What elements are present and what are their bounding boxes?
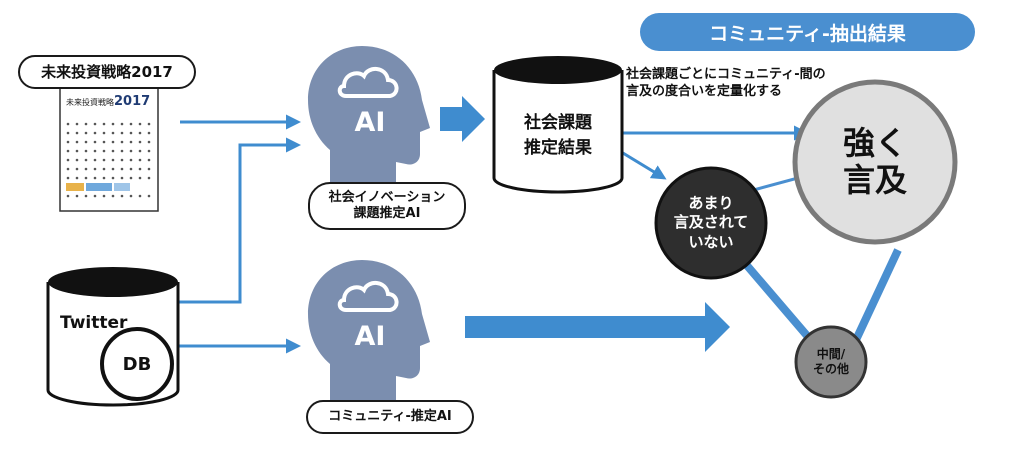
community-ai-badge-text: AI [354, 320, 386, 352]
low-mention-label: あまり 言及されて いない [661, 185, 761, 261]
strong-mention-label: 強く 言及 [815, 112, 935, 212]
annotation-text: 社会課題ごとにコミュニティ-間の 言及の度合いを定量化する [626, 67, 876, 101]
document-cover-title: 未来投資戦略 [66, 98, 114, 107]
middle-other-label: 中間/ その他 [800, 340, 862, 384]
db-badge-circle [100, 327, 174, 401]
strong-mention-line2: 言及 [842, 161, 907, 199]
document-thumbnail [59, 85, 159, 212]
arrow-result-to-low [617, 148, 667, 180]
social-ai-label: 社会イノベーション 課題推定AI [308, 182, 466, 230]
twitter-db-badge-text: DB [122, 353, 152, 375]
document-label-text: 未来投資戦略2017 [41, 62, 173, 81]
strong-mention-line1: 強く [842, 124, 907, 163]
twitter-db-name: Twitter [60, 313, 128, 333]
middle-other-line2: その他 [812, 362, 849, 376]
community-ai-label: コミュニティ-推定AI [306, 400, 474, 434]
community-ai-badge: AI [342, 318, 398, 354]
document-label: 未来投資戦略2017 [18, 55, 196, 89]
block-arrow-ai-to-result [440, 96, 485, 142]
header-title: コミュニティ-抽出結果 [709, 22, 906, 45]
twitter-db-cylinder [46, 267, 180, 407]
social-ai-label-line2: 課題推定AI [353, 206, 421, 221]
document-cover-year: 2017 [114, 94, 151, 109]
connector-low-middle [734, 252, 819, 348]
annotation-line1: 社会課題ごとにコミュニティ-間の [626, 67, 826, 82]
low-mention-line2: 言及されて [673, 213, 749, 232]
social-ai-badge-text: AI [354, 106, 386, 138]
community-ai-label-text: コミュニティ-推定AI [328, 408, 452, 424]
header-pill: コミュニティ-抽出結果 [640, 13, 975, 51]
middle-other-line1: 中間/ [816, 347, 846, 361]
low-mention-line3: いない [688, 232, 734, 251]
result-db-label-line2: 推定結果 [524, 138, 592, 158]
social-ai-badge: AI [342, 104, 398, 140]
result-db-cylinder [492, 56, 624, 194]
result-db-label-line1: 社会課題 [524, 113, 592, 133]
twitter-db-badge: DB [102, 329, 172, 399]
ai-head-community [308, 260, 430, 400]
middle-other-circle [794, 325, 868, 399]
block-arrow-ai-to-communities [465, 302, 730, 352]
strong-mention-circle [792, 79, 958, 245]
social-ai-label-line1: 社会イノベーション [328, 189, 446, 205]
arrow-twitter-to-social-ai [178, 137, 301, 304]
annotation-line2: 言及の度合いを定量化する [626, 83, 783, 99]
ai-head-social [308, 46, 430, 186]
connector-strong-middle [851, 248, 902, 344]
result-db-label: 社会課題 推定結果 [494, 100, 622, 166]
low-mention-circle [654, 166, 768, 280]
low-mention-line1: あまり [688, 193, 734, 212]
